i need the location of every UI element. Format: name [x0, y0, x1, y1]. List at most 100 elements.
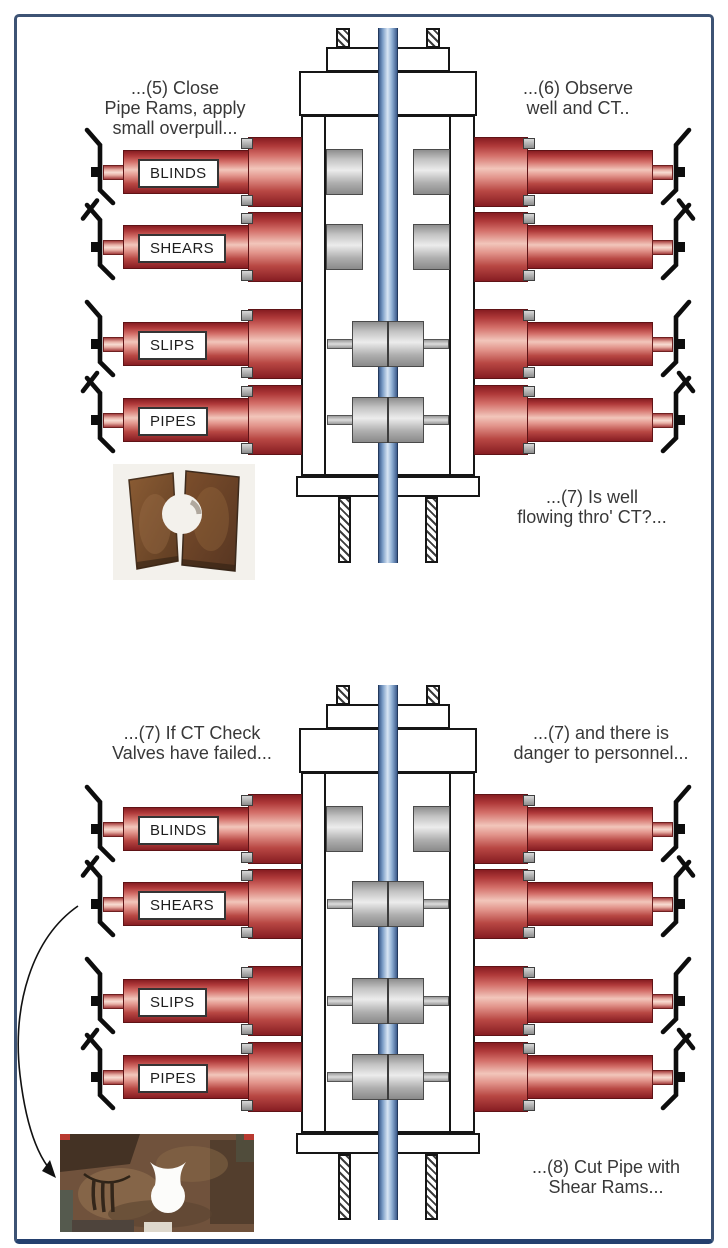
bolt-nub [241, 1024, 253, 1035]
piston-rod-left-slips [103, 994, 124, 1009]
piston-rod-left-shears [103, 240, 124, 255]
piston-rod-left-blinds [103, 165, 124, 180]
piston-rod-left-pipes [103, 1070, 124, 1085]
shear-ram-blocks-photo [60, 1134, 254, 1232]
bolt-nub [523, 1100, 535, 1111]
ram-block-left-shears [326, 224, 363, 270]
ram-label-pipes: PIPES [138, 407, 209, 436]
bolt-nub [241, 138, 253, 149]
ram-bonnet-right-shears [474, 212, 528, 282]
annotation-step-8: ...(8) Cut Pipe with Shear Rams... [531, 1157, 681, 1197]
ram-bonnet-left-slips [248, 309, 302, 379]
ram-cylinder-right-pipes [527, 398, 653, 442]
chamber-wall-left [324, 772, 326, 1133]
ram-cylinder-right-pipes [527, 1055, 653, 1099]
piston-rod-right-blinds [652, 165, 673, 180]
ram-bonnet-left-shears [248, 869, 302, 939]
ram-rod-left-slips [327, 339, 353, 349]
ram-rod-left-shears [327, 899, 353, 909]
bolt-nub [241, 852, 253, 863]
ram-block-right-blinds [413, 806, 450, 852]
piston-rod-left-blinds [103, 822, 124, 837]
bolt-nub [241, 195, 253, 206]
ram-bonnet-left-pipes [248, 385, 302, 455]
pipe-ram-blocks-photo [113, 464, 255, 580]
piston-rod-right-shears [652, 240, 673, 255]
piston-rod-right-blinds [652, 822, 673, 837]
ram-bonnet-left-blinds [248, 794, 302, 864]
bottom-neck-hatch-right [425, 1154, 438, 1220]
ram-bonnet-right-pipes [474, 1042, 528, 1112]
bolt-nub [523, 195, 535, 206]
ram-bonnet-left-blinds [248, 137, 302, 207]
annotation-step-6: ...(6) Observe well and CT.. [522, 78, 634, 118]
ram-bonnet-right-slips [474, 966, 528, 1036]
ram-label-shears: SHEARS [138, 891, 227, 920]
annotation-step-7-danger: ...(7) and there is danger to personnel.… [513, 723, 689, 763]
ram-bonnet-right-slips [474, 309, 528, 379]
ram-label-blinds: BLINDS [138, 816, 219, 845]
ram-block-seam [387, 1054, 389, 1100]
bolt-nub [241, 443, 253, 454]
chamber-wall-left [324, 115, 326, 476]
bolt-nub [523, 443, 535, 454]
bolt-nub [523, 927, 535, 938]
ram-bonnet-left-slips [248, 966, 302, 1036]
ram-rod-right-pipes [423, 415, 449, 425]
bolt-nub [523, 386, 535, 397]
ram-label-shears: SHEARS [138, 234, 227, 263]
chamber-wall-right [449, 115, 451, 476]
ram-rod-left-slips [327, 996, 353, 1006]
bolt-nub [241, 1100, 253, 1111]
bolt-nub [523, 852, 535, 863]
bolt-nub [241, 1043, 253, 1054]
bolt-nub [523, 1024, 535, 1035]
ram-rod-left-pipes [327, 1072, 353, 1082]
top-neck-hatch-right [426, 28, 440, 48]
ram-rod-left-pipes [327, 415, 353, 425]
ram-label-pipes: PIPES [138, 1064, 209, 1093]
bottom-neck-hatch-left [338, 1154, 351, 1220]
bolt-nub [523, 967, 535, 978]
ram-bonnet-right-shears [474, 869, 528, 939]
bolt-nub [241, 927, 253, 938]
bottom-neck-hatch-left [338, 497, 351, 563]
ram-block-seam [387, 881, 389, 927]
ram-cylinder-right-blinds [527, 807, 653, 851]
bolt-nub [241, 870, 253, 881]
ram-block-left-blinds [326, 149, 363, 195]
ram-cylinder-right-slips [527, 979, 653, 1023]
bolt-nub [523, 1043, 535, 1054]
ram-block-seam [387, 321, 389, 367]
ram-bonnet-left-pipes [248, 1042, 302, 1112]
ram-label-slips: SLIPS [138, 988, 207, 1017]
ram-bonnet-right-blinds [474, 137, 528, 207]
ram-block-right-blinds [413, 149, 450, 195]
bolt-nub [241, 967, 253, 978]
ram-block-right-shears [413, 224, 450, 270]
piston-rod-left-slips [103, 337, 124, 352]
ram-rod-right-slips [423, 339, 449, 349]
bolt-nub [241, 386, 253, 397]
bolt-nub [523, 138, 535, 149]
ram-cylinder-right-slips [527, 322, 653, 366]
bolt-nub [523, 367, 535, 378]
annotation-step-5: ...(5) Close Pipe Rams, apply small over… [104, 78, 246, 138]
piston-rod-right-slips [652, 994, 673, 1009]
ram-bonnet-right-blinds [474, 794, 528, 864]
ram-rod-right-slips [423, 996, 449, 1006]
bolt-nub [241, 213, 253, 224]
coiled-tubing-pipe [378, 685, 398, 1220]
coiled-tubing-pipe [378, 28, 398, 563]
ram-cylinder-right-shears [527, 882, 653, 926]
piston-rod-left-shears [103, 897, 124, 912]
bottom-neck-hatch-right [425, 497, 438, 563]
ram-rod-right-shears [423, 899, 449, 909]
ram-block-seam [387, 397, 389, 443]
annotation-step-7-question: ...(7) Is well flowing thro' CT?... [517, 487, 667, 527]
ram-bonnet-right-pipes [474, 385, 528, 455]
chamber-wall-right [449, 772, 451, 1133]
bolt-nub [241, 367, 253, 378]
ram-block-seam [387, 978, 389, 1024]
